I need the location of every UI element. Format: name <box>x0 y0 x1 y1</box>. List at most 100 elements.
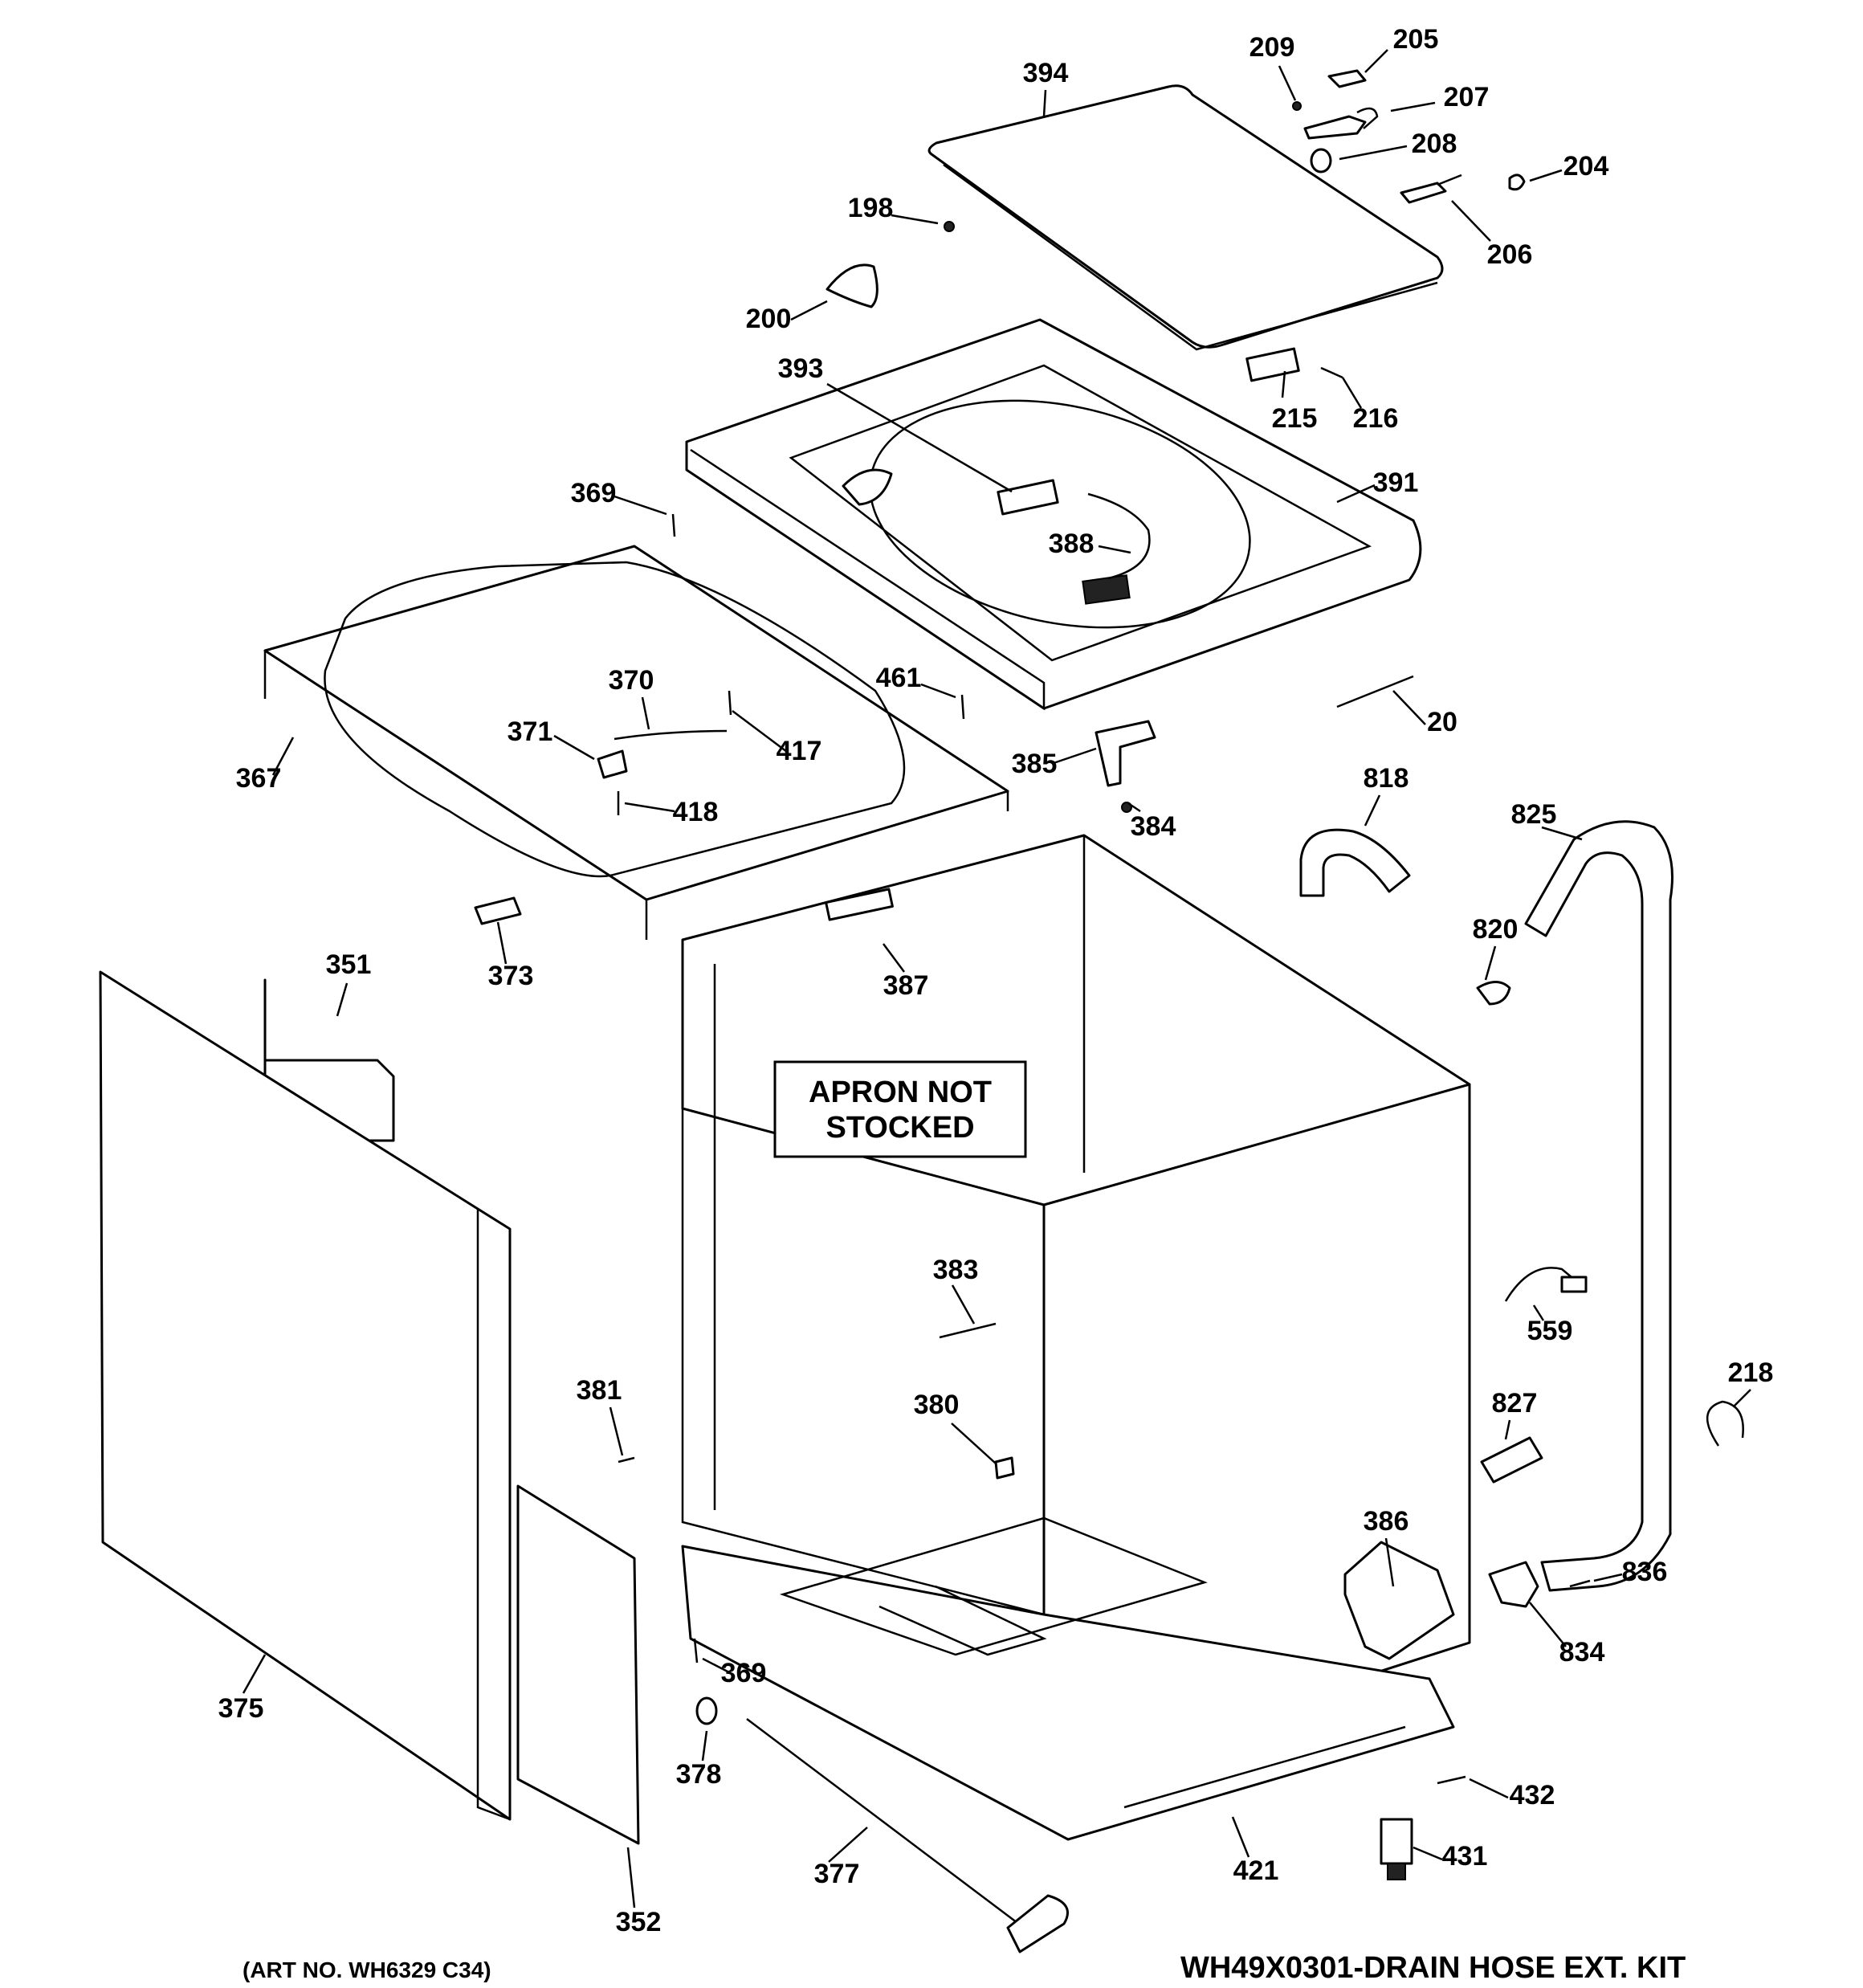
leader-line <box>336 982 349 1017</box>
wire-559 <box>1504 1267 1587 1302</box>
part-label: 373 <box>488 961 534 991</box>
leader-line <box>701 1730 708 1761</box>
leader-line <box>609 1406 624 1456</box>
leader-line <box>920 683 956 699</box>
clamp-218 <box>1706 1400 1744 1447</box>
part-label: 431 <box>1442 1841 1488 1872</box>
drain-hose-825 <box>1524 820 1673 1592</box>
part-label: 204 <box>1563 151 1609 182</box>
clip-380 <box>994 1456 1015 1480</box>
leader-line <box>732 710 788 753</box>
part-label: 383 <box>933 1255 979 1285</box>
lid-switch-215 <box>1245 347 1300 382</box>
screw-417 <box>728 690 732 716</box>
screw-216 <box>1320 366 1343 379</box>
screw-836 <box>1569 1579 1591 1588</box>
part-label: 461 <box>876 663 922 693</box>
leader-line <box>1127 802 1141 813</box>
part-label: 367 <box>236 763 282 794</box>
hose-hook-818 <box>1299 828 1411 897</box>
leader-line <box>1593 1573 1623 1582</box>
top-cover <box>685 318 1422 711</box>
front-panel-375 <box>99 970 512 1821</box>
part-label: 825 <box>1511 799 1557 830</box>
leader-line <box>1098 545 1131 554</box>
part-label: 388 <box>1049 529 1095 559</box>
leader-line <box>1364 794 1381 827</box>
leader-line <box>951 1423 997 1464</box>
screw-369-top <box>671 513 676 537</box>
rail-421 <box>1123 1725 1406 1809</box>
part-label: 371 <box>508 716 553 747</box>
lid-hinge-parts <box>1292 69 1526 204</box>
bracket-385 <box>1095 720 1156 787</box>
leader-line <box>1532 1304 1545 1321</box>
part-label: 393 <box>778 353 824 384</box>
suspension-frame <box>263 545 1009 940</box>
part-label: 827 <box>1492 1388 1538 1419</box>
part-label: 375 <box>218 1693 264 1724</box>
leader-line <box>891 214 939 225</box>
part-label: 818 <box>1364 763 1409 794</box>
part-label: 559 <box>1527 1316 1573 1346</box>
part-label: 205 <box>1393 24 1439 55</box>
leg-431 <box>1380 1818 1413 1880</box>
leader-line <box>496 921 508 965</box>
part-label: 378 <box>676 1759 722 1790</box>
part-label: 418 <box>673 797 719 827</box>
leader-line <box>1336 484 1376 504</box>
foot-378 <box>695 1696 718 1725</box>
bracket-371 <box>597 749 628 779</box>
screw-381 <box>618 1456 635 1463</box>
part-label: 836 <box>1622 1557 1668 1587</box>
part-label: 391 <box>1373 467 1419 498</box>
leader-line <box>1339 145 1408 161</box>
part-label: 387 <box>883 970 929 1001</box>
leader-line <box>1053 747 1097 765</box>
connector-559 <box>1560 1276 1588 1293</box>
part-label: 20 <box>1427 707 1457 737</box>
panel-386 <box>1343 1541 1455 1660</box>
leader-line <box>790 300 828 321</box>
part-label: 352 <box>616 1907 662 1937</box>
pin-383 <box>939 1322 997 1339</box>
rod-20 <box>1336 675 1414 708</box>
leader-line <box>553 734 595 761</box>
part-label: 200 <box>746 304 792 334</box>
leader-line <box>1504 1419 1511 1440</box>
part-label: 218 <box>1728 1357 1774 1388</box>
part-label: 198 <box>848 193 894 223</box>
leader-lines <box>242 49 1751 1908</box>
leader-line <box>1364 49 1388 73</box>
part-label: 215 <box>1272 403 1318 434</box>
leader-line <box>1484 945 1497 981</box>
leader-line <box>828 1827 868 1863</box>
leader-line <box>826 382 1013 493</box>
part-label: 384 <box>1131 811 1176 842</box>
lid-panel <box>927 84 1444 351</box>
leader-line <box>1451 200 1491 242</box>
clip-387 <box>825 888 894 921</box>
part-label: 385 <box>1012 749 1058 779</box>
pin-432 <box>1437 1775 1466 1785</box>
apron-note-box: APRON NOT STOCKED <box>773 1060 1027 1158</box>
leader-line <box>614 495 667 516</box>
part-label: 216 <box>1353 403 1399 434</box>
part-label: 820 <box>1473 914 1519 945</box>
art-number-footer: (ART NO. WH6329 C34) <box>243 1957 491 1982</box>
handle-200 <box>826 263 879 308</box>
part-label: 369 <box>721 1658 767 1688</box>
screw-461 <box>960 694 965 720</box>
leader-line <box>1042 89 1047 117</box>
part-label: 381 <box>577 1375 622 1406</box>
screw-369-bottom <box>693 1638 699 1663</box>
leader-line <box>626 1847 636 1908</box>
part-label: 394 <box>1023 58 1069 88</box>
part-label: 386 <box>1364 1506 1409 1537</box>
panel-352 <box>516 1484 640 1845</box>
part-label: 208 <box>1412 129 1457 159</box>
leader-line <box>1734 1389 1751 1406</box>
leader-line <box>1529 169 1563 182</box>
part-label: 370 <box>609 665 654 696</box>
